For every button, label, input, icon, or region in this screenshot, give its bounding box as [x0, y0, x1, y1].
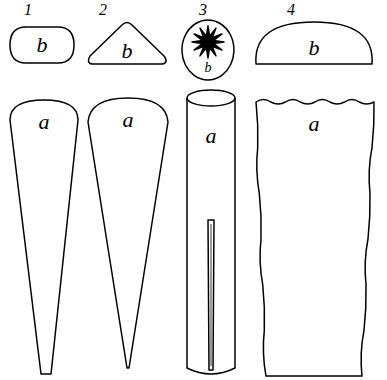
- cylinder-body: a: [186, 88, 236, 378]
- outline-stroke: [10, 27, 74, 63]
- cross-section-triangle: b: [86, 20, 170, 66]
- shape-outline: [8, 98, 80, 376]
- shape-outline: [254, 96, 376, 378]
- cross-section-dome: b: [253, 20, 375, 66]
- part-letter: a: [39, 109, 50, 134]
- outline-stroke: [256, 100, 374, 377]
- part-letter: a: [309, 111, 320, 136]
- part-letter: b: [122, 38, 133, 63]
- figure-number: 4: [287, 2, 295, 18]
- part-letter: a: [206, 123, 217, 148]
- part-letter: b: [309, 35, 320, 60]
- outline-stroke: [192, 26, 224, 58]
- tapered-body: a: [8, 98, 80, 376]
- cross-section-oval: b: [8, 25, 76, 65]
- figure-number: 3: [199, 2, 207, 18]
- shape-outline: [86, 96, 170, 370]
- outline-stroke: [88, 98, 168, 368]
- outline-stroke: [10, 100, 78, 374]
- part-letter: b: [205, 60, 212, 75]
- figure-number: 1: [24, 2, 32, 18]
- outline-stroke: [187, 90, 235, 106]
- outline-stroke: [187, 98, 235, 374]
- outline-stroke: [208, 220, 214, 370]
- outline-stroke: [256, 22, 372, 64]
- outline-stroke: [88, 23, 166, 65]
- outline-stroke: [211, 224, 212, 366]
- part-letter: b: [37, 32, 48, 57]
- part-letter: a: [123, 107, 134, 132]
- truncated-body: a: [254, 96, 376, 378]
- teardrop-body: a: [86, 96, 170, 370]
- outline-stroke: [182, 20, 234, 80]
- cross-section-circle: b: [182, 20, 234, 80]
- outline-stroke: [203, 37, 213, 47]
- figure-number: 2: [99, 2, 107, 18]
